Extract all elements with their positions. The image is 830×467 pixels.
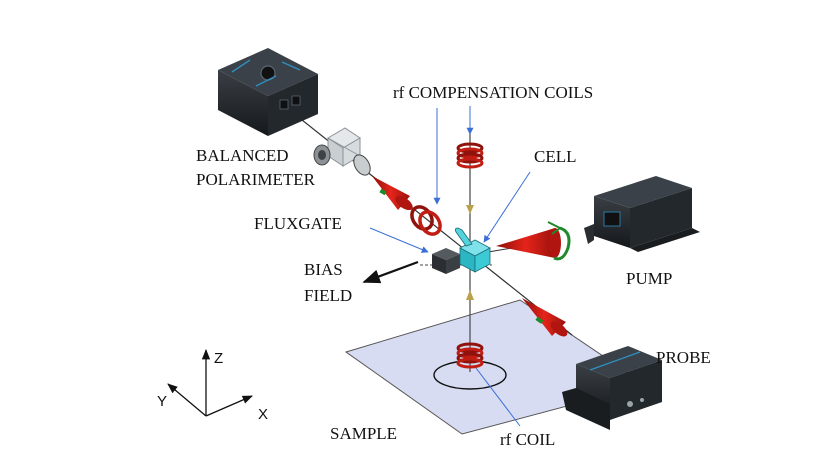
x-axis-label: X	[258, 406, 268, 423]
label-bias: BIAS	[304, 260, 343, 279]
pump-cone	[496, 221, 571, 261]
label-balanced: BALANCED	[196, 146, 289, 165]
x-axis-arrow	[205, 395, 253, 417]
y-axis-label: Y	[157, 393, 167, 410]
label-probe: PROBE	[656, 348, 711, 367]
label-pump: PUMP	[626, 269, 672, 288]
leader-fluxgate	[369, 227, 429, 253]
rf-compensation-coil-top	[456, 142, 484, 169]
pump-laser-device	[584, 176, 700, 252]
probe-laser-device	[562, 346, 662, 430]
coordinate-axes: Z Y X	[157, 348, 268, 423]
rf-compensation-coil-side	[410, 205, 442, 236]
label-sample: SAMPLE	[330, 424, 397, 443]
photodiode-center	[318, 150, 326, 160]
label-field: FIELD	[304, 286, 352, 305]
label-fluxgate: FLUXGATE	[254, 214, 342, 233]
fluxgate-sensor	[432, 248, 460, 274]
z-axis-label: Z	[214, 350, 223, 367]
waveplate-disc	[353, 154, 371, 176]
label-polarimeter: POLARIMETER	[196, 170, 316, 189]
leader-cell	[483, 171, 531, 243]
bias-field-arrow	[362, 260, 419, 284]
up-arrowhead	[466, 290, 474, 300]
label-rf-compensation-coils: rf COMPENSATION COILS	[393, 83, 593, 102]
label-cell: CELL	[534, 147, 577, 166]
probe-cone-lower	[522, 298, 568, 337]
label-rf-coil: rf COIL	[500, 430, 555, 449]
balanced-polarimeter-device	[218, 48, 318, 136]
leader-rf-coil	[475, 367, 521, 427]
rf-coil-bottom	[456, 342, 484, 369]
vapor-cell	[454, 227, 491, 273]
probe-cone-upper	[372, 176, 413, 211]
down-arrowhead	[466, 205, 474, 214]
y-axis-arrow	[167, 383, 207, 417]
